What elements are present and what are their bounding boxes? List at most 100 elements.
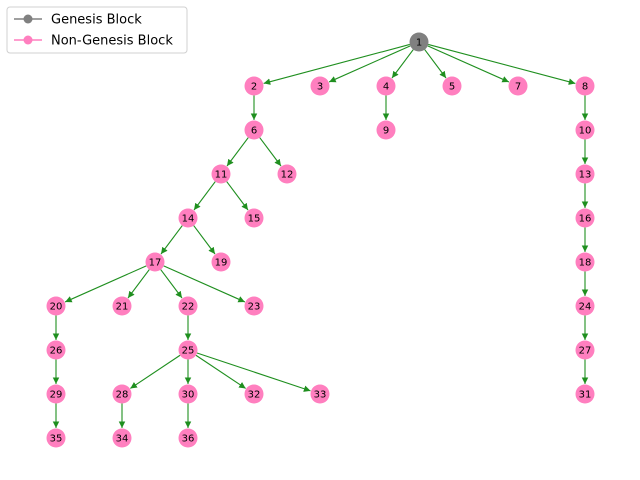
block-node-5: 5 xyxy=(442,76,462,96)
block-circle xyxy=(244,208,264,228)
edge-14-19 xyxy=(193,225,216,255)
block-circle xyxy=(178,384,198,404)
block-label: 22 xyxy=(182,302,195,313)
block-node-31: 31 xyxy=(575,384,595,404)
block-circle xyxy=(112,428,132,448)
block-label: 14 xyxy=(182,214,195,225)
block-circle xyxy=(310,384,330,404)
legend-box xyxy=(6,6,188,54)
block-circle xyxy=(575,120,595,140)
edge-17-21 xyxy=(127,269,150,299)
edge-layer xyxy=(52,43,589,428)
legend-non-genesis-label: Non-Genesis Block xyxy=(51,34,173,49)
block-circle xyxy=(46,340,66,360)
block-label: 26 xyxy=(50,346,63,357)
block-label: 12 xyxy=(281,170,294,181)
edge-6-11 xyxy=(226,137,249,167)
edge-1-5 xyxy=(424,49,447,79)
block-label: 16 xyxy=(579,214,592,225)
block-label: 33 xyxy=(314,390,327,401)
block-node-13: 13 xyxy=(575,164,595,184)
block-label: 3 xyxy=(317,82,323,93)
block-node-18: 18 xyxy=(575,252,595,272)
block-label: 36 xyxy=(182,434,195,445)
edge-11-15 xyxy=(226,181,249,211)
block-label: 23 xyxy=(248,302,261,313)
block-label: 35 xyxy=(50,434,63,445)
block-label: 28 xyxy=(116,390,129,401)
block-node-35: 35 xyxy=(46,428,66,448)
block-circle xyxy=(575,340,595,360)
legend-non-genesis-marker xyxy=(23,35,33,45)
block-node-33: 33 xyxy=(310,384,330,404)
block-label: 1 xyxy=(416,38,422,49)
block-circle xyxy=(575,208,595,228)
block-node-12: 12 xyxy=(277,164,297,184)
block-node-16: 16 xyxy=(575,208,595,228)
edge-1-2 xyxy=(263,43,410,85)
block-node-17: 17 xyxy=(145,252,165,272)
block-circle xyxy=(244,76,264,96)
block-circle xyxy=(244,296,264,316)
block-node-20: 20 xyxy=(46,296,66,316)
block-circle xyxy=(575,296,595,316)
block-node-2: 2 xyxy=(244,76,264,96)
block-circle xyxy=(211,252,231,272)
block-circle xyxy=(575,384,595,404)
edge-17-20 xyxy=(64,265,147,303)
block-circle xyxy=(145,252,165,272)
block-label: 30 xyxy=(182,390,195,401)
block-circle xyxy=(46,428,66,448)
edge-25-28 xyxy=(130,354,181,389)
block-node-10: 10 xyxy=(575,120,595,140)
block-node-6: 6 xyxy=(244,120,264,140)
block-label: 15 xyxy=(248,214,261,225)
block-circle xyxy=(178,428,198,448)
block-node-21: 21 xyxy=(112,296,132,316)
block-circle xyxy=(442,76,462,96)
edge-25-33 xyxy=(196,352,311,392)
block-circle xyxy=(211,164,231,184)
block-node-22: 22 xyxy=(178,296,198,316)
block-node-8: 8 xyxy=(575,76,595,96)
block-node-24: 24 xyxy=(575,296,595,316)
block-node-26: 26 xyxy=(46,340,66,360)
edge-25-32 xyxy=(195,354,246,389)
block-label: 9 xyxy=(383,126,389,137)
block-circle xyxy=(244,120,264,140)
block-label: 27 xyxy=(579,346,592,357)
edge-14-17 xyxy=(160,225,183,255)
block-node-28: 28 xyxy=(112,384,132,404)
block-node-23: 23 xyxy=(244,296,264,316)
block-circle xyxy=(178,340,198,360)
block-label: 29 xyxy=(50,390,63,401)
block-node-3: 3 xyxy=(310,76,330,96)
legend-genesis-marker xyxy=(23,14,33,24)
edge-1-4 xyxy=(391,49,414,79)
edge-11-14 xyxy=(193,181,216,211)
block-label: 6 xyxy=(251,126,257,137)
block-label: 31 xyxy=(579,390,592,401)
edge-17-23 xyxy=(163,265,246,303)
block-node-19: 19 xyxy=(211,252,231,272)
block-node-30: 30 xyxy=(178,384,198,404)
block-node-11: 11 xyxy=(211,164,231,184)
block-label: 11 xyxy=(215,170,228,181)
block-circle xyxy=(277,164,297,184)
block-label: 17 xyxy=(149,258,162,269)
edge-17-22 xyxy=(160,269,183,299)
edge-1-8 xyxy=(428,43,576,85)
block-node-1: 1 xyxy=(409,32,429,52)
block-label: 18 xyxy=(579,258,592,269)
block-label: 7 xyxy=(515,82,521,93)
block-label: 32 xyxy=(248,390,261,401)
block-node-15: 15 xyxy=(244,208,264,228)
block-circle xyxy=(508,76,528,96)
block-circle xyxy=(46,296,66,316)
block-label: 4 xyxy=(383,82,389,93)
block-circle xyxy=(310,76,330,96)
block-node-4: 4 xyxy=(376,76,396,96)
block-node-14: 14 xyxy=(178,208,198,228)
block-circle xyxy=(575,164,595,184)
